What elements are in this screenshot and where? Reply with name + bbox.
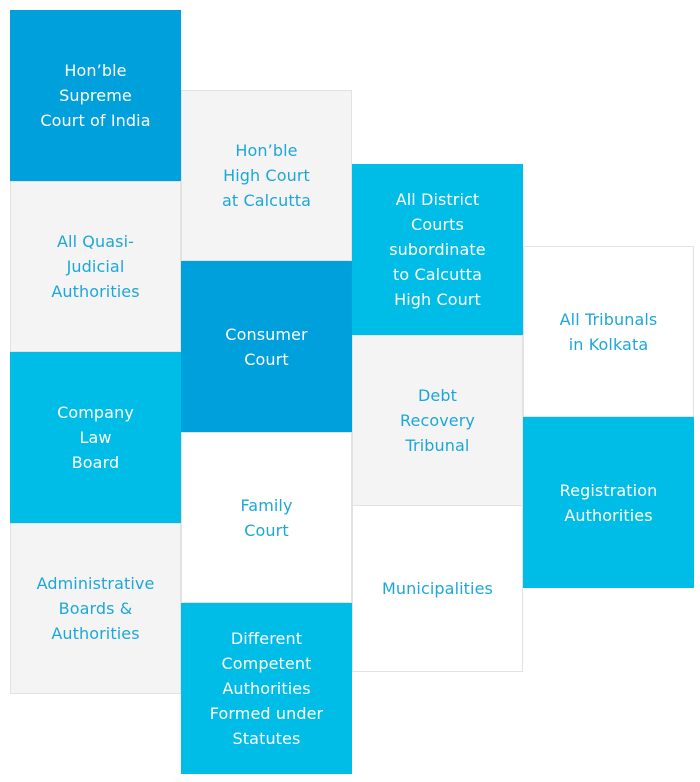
tile-label: Consumer Court <box>225 324 308 369</box>
tile-label: Hon’ble Supreme Court of India <box>40 61 151 130</box>
tile-municipalities[interactable]: Municipalities <box>352 505 523 672</box>
tile-quasi-judicial[interactable]: All Quasi- Judicial Authorities <box>10 181 181 352</box>
tile-label: All Tribunals in Kolkata <box>559 309 658 354</box>
tile-administrative-boards[interactable]: Administrative Boards & Authorities <box>10 523 181 694</box>
tile-label: Different Competent Authorities Formed u… <box>209 629 324 748</box>
tile-district-courts[interactable]: All District Courts subordinate to Calcu… <box>352 164 523 335</box>
tile-company-law-board[interactable]: Company Law Board <box>10 352 181 523</box>
tile-debt-recovery-tribunal[interactable]: Debt Recovery Tribunal <box>352 335 523 506</box>
tile-label: Family Court <box>240 495 293 540</box>
tile-label: Municipalities <box>382 579 493 598</box>
tile-tribunals-kolkata[interactable]: All Tribunals in Kolkata <box>523 246 694 417</box>
tile-registration-authorities[interactable]: Registration Authorities <box>523 417 694 588</box>
tile-competent-authorities[interactable]: Different Competent Authorities Formed u… <box>181 603 352 774</box>
tile-family-court[interactable]: Family Court <box>181 432 352 603</box>
tile-consumer-court[interactable]: Consumer Court <box>181 261 352 432</box>
tile-supreme-court[interactable]: Hon’ble Supreme Court of India <box>10 10 181 181</box>
tile-high-court[interactable]: Hon’ble High Court at Calcutta <box>181 90 352 261</box>
tile-label: Hon’ble High Court at Calcutta <box>222 141 311 210</box>
tile-label: Administrative Boards & Authorities <box>36 574 155 643</box>
tile-label: All District Courts subordinate to Calcu… <box>389 190 486 309</box>
tile-label: Debt Recovery Tribunal <box>400 386 475 455</box>
tile-label: Registration Authorities <box>559 480 658 525</box>
tile-label: Company Law Board <box>57 403 134 472</box>
tile-label: All Quasi- Judicial Authorities <box>51 232 140 301</box>
